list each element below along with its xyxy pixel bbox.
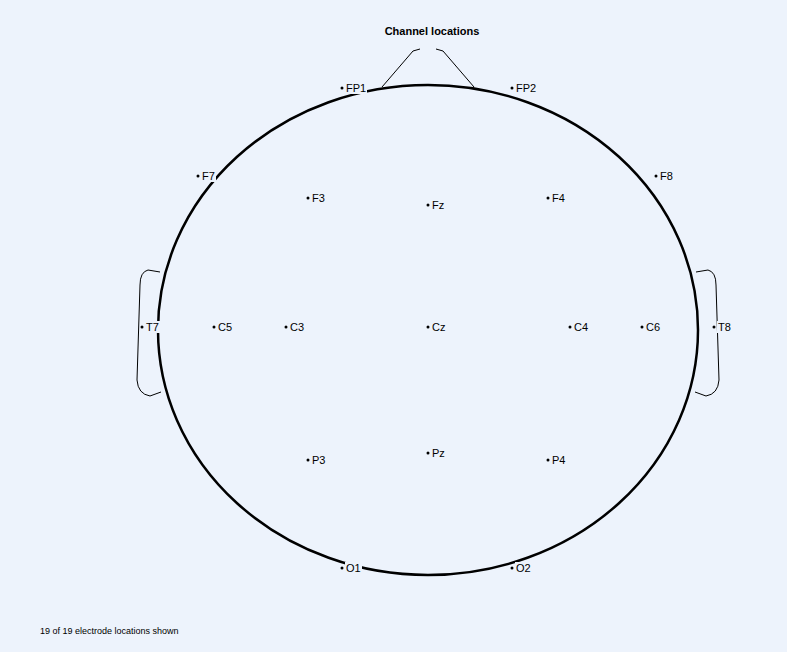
electrode-label: Cz bbox=[431, 321, 446, 333]
caption-text: 19 of 19 electrode locations shown bbox=[40, 626, 179, 636]
electrode-label: Fz bbox=[431, 199, 445, 211]
electrode-label: C5 bbox=[217, 321, 233, 333]
electrode-label: T7 bbox=[145, 321, 160, 333]
head-outline bbox=[158, 85, 698, 575]
electrode-label: C6 bbox=[645, 321, 661, 333]
electrode-label: P4 bbox=[551, 454, 566, 466]
electrode-label: P3 bbox=[311, 454, 326, 466]
electrode-label: FP2 bbox=[515, 82, 537, 94]
electrode-label: O2 bbox=[515, 562, 532, 574]
electrode-label: O1 bbox=[345, 562, 362, 574]
left-ear bbox=[137, 270, 161, 396]
electrode-label: C4 bbox=[573, 321, 589, 333]
right-ear bbox=[695, 270, 719, 396]
nose-right bbox=[436, 49, 474, 87]
electrode-label: T8 bbox=[717, 321, 732, 333]
electrode-label: F4 bbox=[551, 192, 566, 204]
nose-left bbox=[382, 49, 420, 87]
electrode-label: F8 bbox=[659, 170, 674, 182]
electrode-dots bbox=[141, 87, 716, 570]
electrode-label: Pz bbox=[431, 447, 446, 459]
electrode-label: C3 bbox=[289, 321, 305, 333]
electrode-label: F7 bbox=[201, 170, 216, 182]
electrode-label: F3 bbox=[311, 192, 326, 204]
electrode-label: FP1 bbox=[345, 82, 367, 94]
plot-title: Channel locations bbox=[385, 25, 480, 37]
